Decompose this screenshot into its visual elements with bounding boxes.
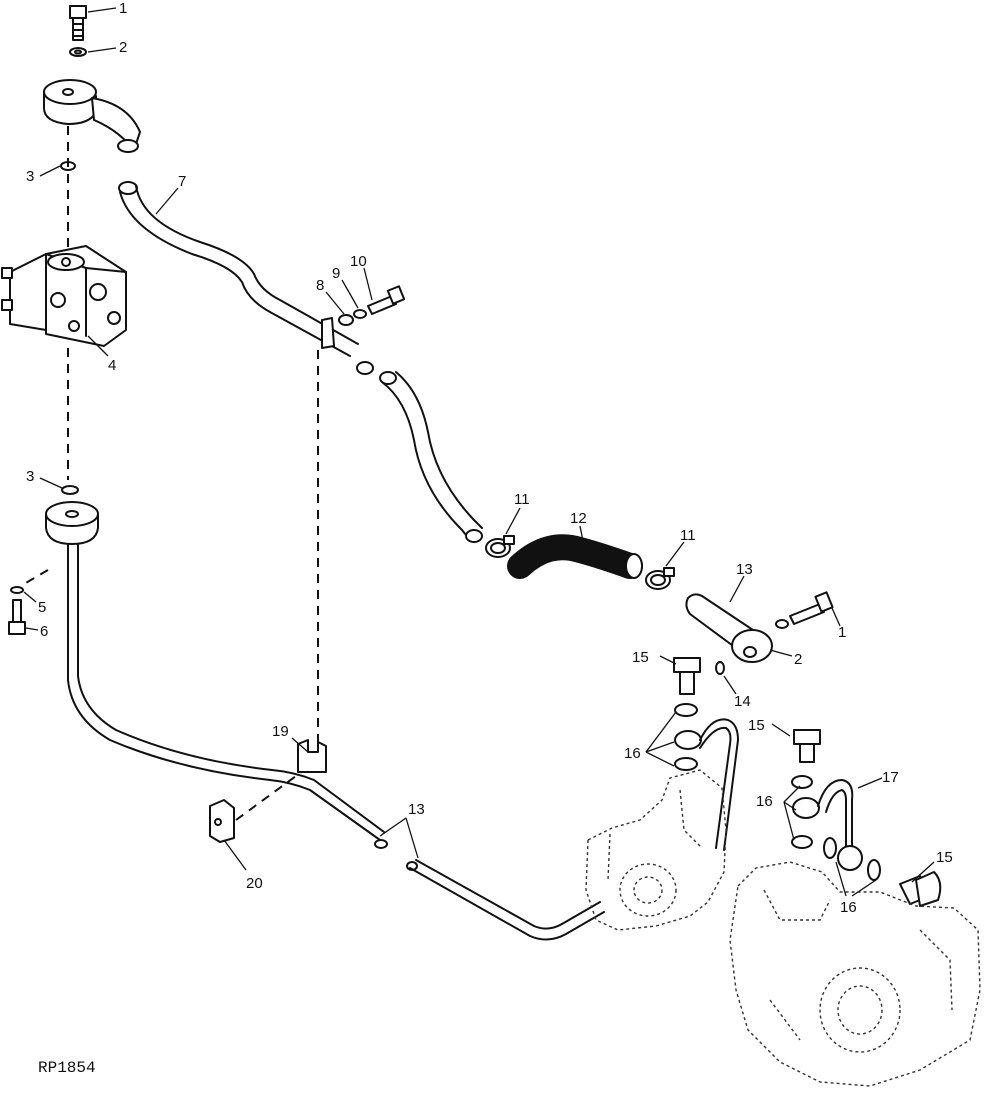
callout-1-right: 1	[838, 624, 846, 641]
fitting-15-b	[793, 729, 821, 763]
bolt-and-washer-lower	[8, 569, 49, 635]
hose-clamp-right	[645, 567, 675, 590]
callout-16-c: 16	[840, 899, 857, 916]
callout-4: 4	[108, 357, 116, 374]
transmission-housing-ghost	[729, 861, 981, 1087]
tube-17	[817, 779, 863, 871]
callout-1-top: 1	[119, 0, 127, 17]
tube-13-lower	[406, 859, 605, 941]
hose-clamp-left	[485, 535, 515, 558]
callout-19: 19	[272, 723, 289, 740]
callout-6: 6	[40, 623, 48, 640]
control-valve-ghost	[585, 769, 727, 931]
callout-11-left: 11	[514, 491, 530, 508]
fitting-15-a	[673, 657, 701, 695]
callout-13-lower: 13	[408, 801, 425, 818]
o-ring-14	[715, 661, 725, 675]
washers-16-b	[791, 775, 881, 881]
callout-16-b: 16	[756, 793, 773, 810]
suction-tube-7	[118, 181, 374, 375]
callout-15-a: 15	[632, 649, 649, 666]
tube-13-upper	[685, 591, 834, 663]
callout-3-lower: 3	[26, 468, 34, 485]
callout-10: 10	[350, 253, 367, 270]
hardware-8-9-10	[338, 285, 406, 326]
callout-15-c: 15	[936, 849, 953, 866]
callout-16-a: 16	[624, 745, 641, 762]
callout-2-top: 2	[119, 39, 127, 56]
callout-14: 14	[734, 693, 751, 710]
callout-3-upper: 3	[26, 168, 34, 185]
callout-labels: 1 2 3 4 3 5 6 7 8 9 10 11 12 11 13 1 2 1…	[26, 0, 953, 916]
washers-16-a	[674, 703, 702, 771]
figure-reference: RP1854	[38, 1059, 96, 1077]
hydraulic-pump	[1, 245, 127, 347]
clip-20	[209, 799, 235, 843]
callout-9: 9	[332, 265, 340, 282]
callout-17: 17	[882, 769, 899, 786]
pressure-tube	[379, 371, 483, 543]
callout-12: 12	[570, 510, 587, 527]
callout-2-right: 2	[794, 651, 802, 668]
callout-13-upper: 13	[736, 561, 753, 578]
callout-7: 7	[178, 173, 186, 190]
top-bolt-assembly	[69, 5, 87, 57]
callout-8: 8	[316, 277, 324, 294]
callout-11-right: 11	[680, 527, 696, 544]
callout-20: 20	[246, 875, 263, 892]
leader-lines	[23, 7, 935, 897]
fitting-15-c	[899, 871, 942, 907]
clip-19	[297, 739, 327, 773]
upper-flange-elbow	[43, 79, 141, 153]
callout-5: 5	[38, 599, 46, 616]
callout-15-b: 15	[748, 717, 765, 734]
rubber-hose-12	[507, 534, 643, 579]
o-ring-lower	[61, 485, 79, 495]
lower-return-tube	[67, 543, 388, 849]
lower-flange	[45, 501, 99, 545]
